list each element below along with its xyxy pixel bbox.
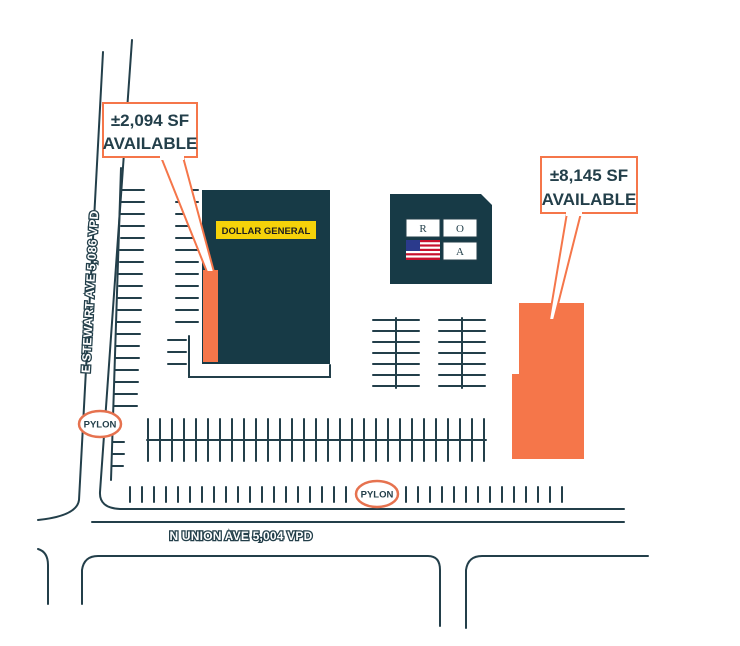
callout-8145-box <box>540 156 638 214</box>
callout-2094-status: AVAILABLE <box>103 134 198 153</box>
callout-8145-area: ±8,145 SF <box>550 166 628 185</box>
callout-8145: ±8,145 SF AVAILABLE <box>540 156 638 321</box>
available-unit-2094[interactable] <box>203 270 218 362</box>
roa-tile-o <box>442 218 478 238</box>
roa-letter-r: R <box>419 223 427 235</box>
roa-tile-a <box>442 241 478 261</box>
pylon-south-label: PYLON <box>361 490 394 501</box>
roa-tile-r <box>405 218 441 238</box>
pylon-west-ring <box>77 409 123 439</box>
roa-letter-o: O <box>456 223 464 235</box>
callout-8145-status: AVAILABLE <box>542 190 637 209</box>
pylon-west[interactable]: PYLON <box>77 409 123 439</box>
roa-building <box>390 194 492 284</box>
dollar-general-sign-bg <box>216 221 316 239</box>
dollar-general-sign: DOLLAR GENERAL <box>216 221 316 239</box>
parking-row-south <box>129 486 563 503</box>
dollar-general-label: DOLLAR GENERAL <box>222 226 311 237</box>
union-ave-south-mid <box>81 555 441 627</box>
stewart-ave-west-edge <box>37 51 104 521</box>
callout-2094-area: ±2,094 SF <box>111 111 189 130</box>
pylon-south-ring <box>354 479 400 509</box>
road-label-stewart: E STEWART AVE 5,086 VPD <box>79 210 102 373</box>
dollar-general-building <box>202 190 330 364</box>
parking-row-center <box>146 418 487 462</box>
available-unit-8145[interactable] <box>512 303 584 459</box>
union-ave-south-left <box>37 548 49 605</box>
pylon-west-label: PYLON <box>84 420 117 431</box>
parking-islands-middle <box>372 317 486 389</box>
road-label-union: N UNION AVE 5,004 VPD <box>170 529 313 543</box>
us-flag-icon <box>406 240 440 260</box>
road-lines <box>37 39 649 629</box>
roa-letter-a: A <box>456 246 464 258</box>
parking-west <box>111 189 145 467</box>
pylon-south[interactable]: PYLON <box>354 479 400 509</box>
roa-logo: R O A <box>405 218 478 261</box>
callout-2094: ±2,094 SF AVAILABLE <box>102 102 215 273</box>
inner-curb <box>188 335 331 378</box>
stewart-ave-east-edge <box>98 39 625 510</box>
callout-2094-box <box>102 102 198 158</box>
union-ave-south-right <box>465 555 649 629</box>
